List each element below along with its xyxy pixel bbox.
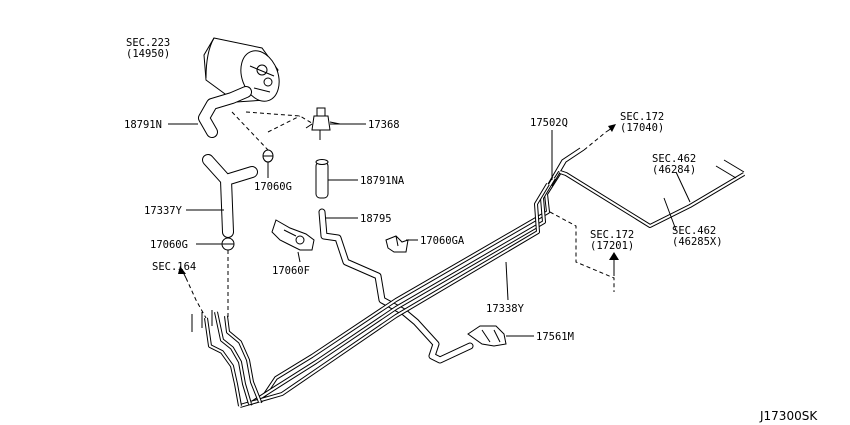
label-18791N: 18791N <box>124 119 162 131</box>
tube-18795-part <box>318 208 474 364</box>
bracket-17561M-part <box>467 325 507 347</box>
label-17368: 17368 <box>368 119 400 131</box>
label-sec172-top: SEC.172 <box>620 111 664 123</box>
guide-dash-1 <box>231 111 321 151</box>
evap-canister <box>203 37 280 103</box>
label-17060F: 17060F <box>272 265 310 277</box>
left-tube-branch-part <box>185 277 262 407</box>
label-sec462-mid: SEC.462 <box>672 225 716 237</box>
label-canister-ref: (14950) <box>126 48 170 60</box>
label-18795: 18795 <box>360 213 392 225</box>
arrow-sec172-mid <box>609 252 619 276</box>
arrow-sec164 <box>178 266 187 279</box>
label-sec172-mid: SEC.172 <box>590 229 634 241</box>
hose-18791NA-part <box>315 159 329 199</box>
clamp-17060GA-part <box>385 235 409 253</box>
arrow-sec172-top <box>605 124 616 133</box>
label-17502Q: 17502Q <box>530 117 568 129</box>
label-sec164: SEC.164 <box>152 261 196 273</box>
label-17561M: 17561M <box>536 331 574 343</box>
label-ref-17201: (17201) <box>590 240 634 252</box>
clip-17060G-left-part <box>221 237 235 251</box>
clamp-17060F-part <box>271 219 315 251</box>
label-sec462-top: SEC.462 <box>652 153 696 165</box>
label-17060GA: 17060GA <box>420 235 465 247</box>
guide-dash-3 <box>549 211 615 292</box>
hose-17337Y-part <box>202 154 258 238</box>
pipe-462-part <box>559 159 746 228</box>
label-ref-46284: (46284) <box>652 164 696 176</box>
leader-lines <box>168 123 691 337</box>
label-ref-17040: (17040) <box>620 122 664 134</box>
label-17338Y: 17338Y <box>486 303 525 315</box>
tube-bundle-17338Y-part <box>239 170 562 408</box>
valve-17368-part <box>305 107 341 140</box>
label-17060G-left: 17060G <box>150 239 188 251</box>
tube-17502Q-part <box>547 131 607 187</box>
label-18791NA: 18791NA <box>360 175 405 187</box>
diagram-id: J17300SK <box>759 409 818 423</box>
label-17337Y: 17337Y <box>144 205 183 217</box>
hose-18791N-part <box>198 86 252 138</box>
label-17060G-top: 17060G <box>254 181 292 193</box>
label-canister-sec: SEC.223 <box>126 37 170 49</box>
label-ref-46285X: (46285X) <box>672 236 723 248</box>
clip-17060G-top-part <box>262 149 274 163</box>
